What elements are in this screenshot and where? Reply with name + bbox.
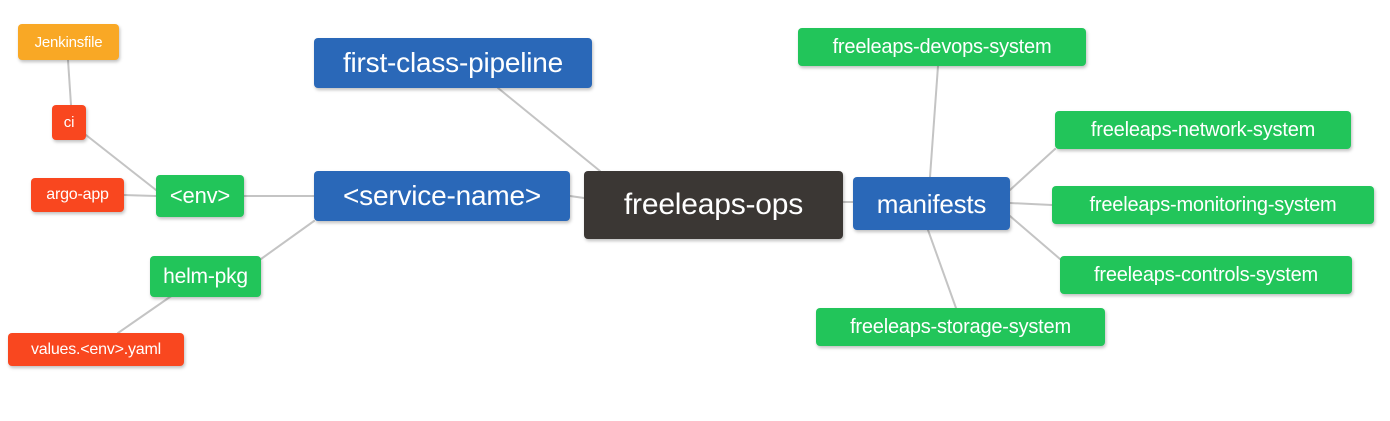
node-argo-app[interactable]: argo-app (31, 178, 124, 212)
node-storage-system[interactable]: freeleaps-storage-system (816, 308, 1105, 346)
node-first-class[interactable]: first-class-pipeline (314, 38, 592, 88)
edge-manifests-to-devops-system (929, 65, 939, 178)
node-service-name[interactable]: <service-name> (314, 171, 570, 221)
node-manifests[interactable]: manifests (853, 177, 1010, 230)
node-freeleaps-ops[interactable]: freeleaps-ops (584, 171, 843, 239)
node-helm-pkg[interactable]: helm-pkg (150, 256, 261, 297)
node-values-yaml[interactable]: values.<env>.yaml (8, 333, 184, 366)
node-ci[interactable]: ci (52, 105, 86, 140)
edge-manifests-to-monitoring-system (1009, 202, 1053, 206)
edge-service-name-to-freeleaps-ops (569, 195, 585, 199)
node-env[interactable]: <env> (156, 175, 244, 217)
node-controls-system[interactable]: freeleaps-controls-system (1060, 256, 1352, 294)
edge-manifests-to-storage-system (927, 229, 957, 309)
node-network-system[interactable]: freeleaps-network-system (1055, 111, 1351, 149)
edge-service-name-to-helm-pkg (260, 220, 315, 260)
node-jenkinsfile[interactable]: Jenkinsfile (18, 24, 119, 60)
edge-manifests-to-network-system (1009, 148, 1056, 191)
node-devops-system[interactable]: freeleaps-devops-system (798, 28, 1086, 66)
node-monitoring-system[interactable]: freeleaps-monitoring-system (1052, 186, 1374, 224)
edge-first-class-to-freeleaps-ops (497, 87, 601, 172)
edge-jenkinsfile-to-ci (67, 59, 72, 106)
edge-argo-app-to-env (123, 194, 157, 197)
